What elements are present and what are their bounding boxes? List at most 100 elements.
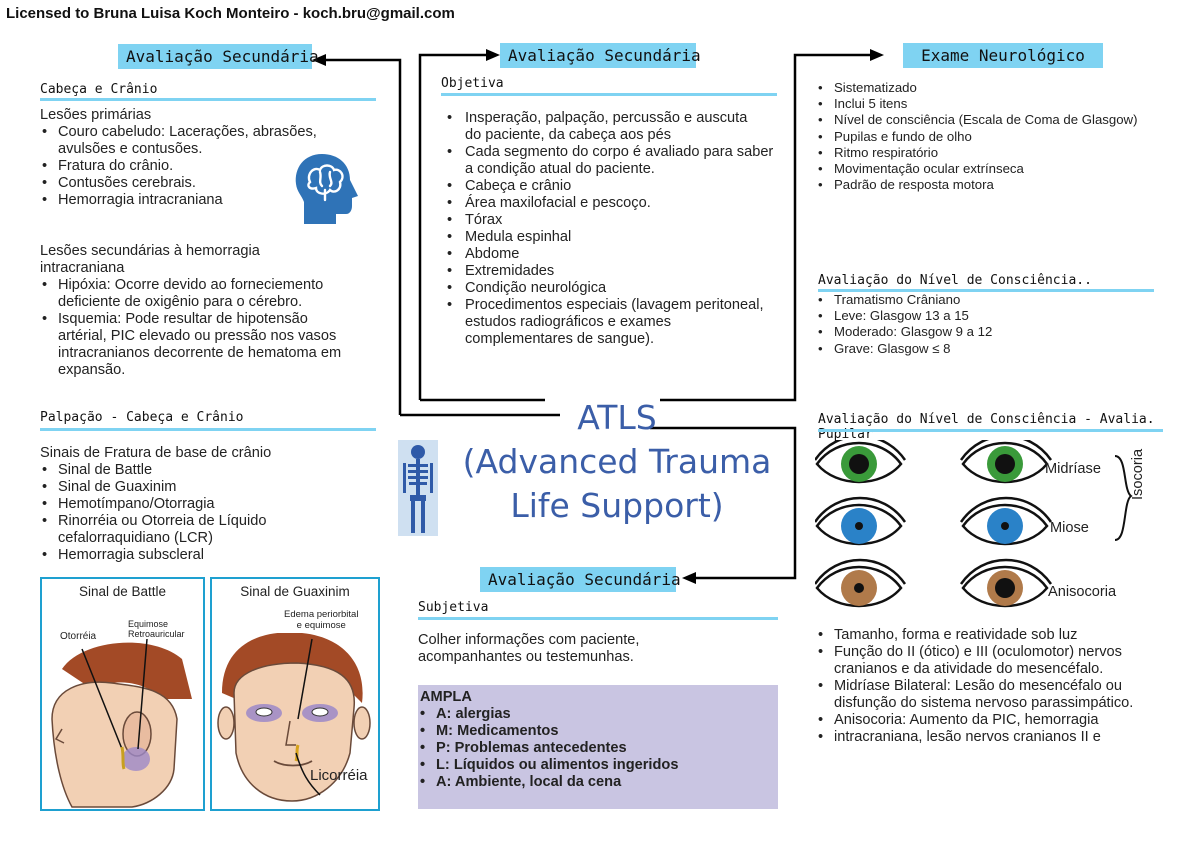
list-item: Contusões cerebrais. bbox=[40, 175, 370, 192]
right-header: Exame Neurológico bbox=[921, 46, 1085, 65]
battle-head-illustration bbox=[51, 639, 192, 808]
eye-label-midriase: Midríase bbox=[1045, 461, 1101, 477]
right-subtitle-nivel: Avaliação do Nível de Consciência.. bbox=[818, 273, 1092, 288]
list-item: Movimentação ocular extrínseca bbox=[816, 161, 1161, 177]
list-item: Couro cabeludo: Lacerações, abrasões, av… bbox=[40, 124, 338, 158]
atls-line-3: Life Support) bbox=[510, 486, 724, 525]
pupil-eyes-illustration bbox=[815, 440, 1133, 608]
divider bbox=[418, 617, 778, 620]
list-item: Ritmo respiratório bbox=[816, 145, 1161, 161]
list-item: L: Líquidos ou alimentos ingeridos bbox=[418, 757, 778, 774]
list-item: Pupilas e fundo de olho bbox=[816, 129, 1161, 145]
divider bbox=[40, 428, 376, 431]
list-item: M: Medicamentos bbox=[418, 723, 778, 740]
list-item: Cada segmento do corpo é avaliado para s… bbox=[441, 144, 775, 178]
secundarias-title: Lesões secundárias à hemorragia intracra… bbox=[40, 243, 260, 276]
eye-label-miose: Miose bbox=[1050, 520, 1089, 536]
brain-head-icon bbox=[295, 154, 358, 224]
list-item: Isquemia: Pode resultar de hipotensão ar… bbox=[40, 311, 358, 379]
center-header-2: Avaliação Secundária bbox=[488, 570, 681, 589]
list-item: Hemorragia subscleral bbox=[40, 547, 370, 564]
list-item: Insperação, palpação, percussão e auscut… bbox=[441, 110, 755, 144]
secundarias-block: Lesões secundárias à hemorragia intracra… bbox=[40, 243, 375, 379]
right-subtitle-pupilar: Avaliação do Nível de Consciência - Aval… bbox=[818, 412, 1155, 442]
list-item: Anisocoria: Aumento da PIC, hemorragia bbox=[816, 712, 1161, 729]
list-item: Tramatismo Crâniano bbox=[816, 292, 1156, 308]
atls-line-2: (Advanced Trauma bbox=[462, 442, 772, 481]
ampla-key: A bbox=[436, 774, 447, 790]
figure-label-licorreia: Licorréia bbox=[310, 767, 368, 784]
license-text: Licensed to Bruna Luisa Koch Monteiro - … bbox=[6, 5, 455, 22]
list-item: Tórax bbox=[441, 212, 777, 229]
list-item: Condição neurológica bbox=[441, 280, 777, 297]
objetiva-list-block: Insperação, palpação, percussão e auscut… bbox=[441, 110, 777, 348]
list-item: Hipóxia: Ocorre devido ao forneciemento … bbox=[40, 277, 363, 311]
list-item: Sinal de Guaxinim bbox=[40, 479, 370, 496]
left-subtitle-cabeca: Cabeça e Crânio bbox=[40, 82, 158, 97]
list-item: Padrão de resposta motora bbox=[816, 177, 1161, 193]
eye-label-anisocoria: Anisocoria bbox=[1048, 584, 1117, 600]
list-item: Procedimentos especiais (lavagem periton… bbox=[441, 297, 765, 348]
left-header: Avaliação Secundária bbox=[126, 47, 319, 66]
ampla-title: AMPLA bbox=[420, 689, 472, 705]
list-item: A: alergias bbox=[418, 706, 778, 723]
ampla-text: : Problemas antecedentes bbox=[445, 740, 627, 756]
primarias-title: Lesões primárias bbox=[40, 107, 152, 123]
ampla-key: P bbox=[436, 740, 446, 756]
list-item: Hemorragia intracraniana bbox=[40, 192, 370, 209]
figure-label-equimose: Equimose Retroauricular bbox=[128, 619, 185, 639]
list-item: Área maxilofacial e pescoço. bbox=[441, 195, 777, 212]
ampla-key: A bbox=[436, 706, 447, 722]
list-item: Função do II (ótico) e III (oculomotor) … bbox=[816, 644, 1154, 678]
battle-sign-figure: Sinal de Battle Otorréia Equimose Retroa… bbox=[40, 577, 205, 811]
raccoon-sign-figure: Sinal de Guaxinim Edema periorbital e eq… bbox=[210, 577, 380, 811]
list-item: P: Problemas antecedentes bbox=[418, 740, 778, 757]
divider bbox=[40, 98, 376, 101]
list-item: Fratura do crânio. bbox=[40, 158, 370, 175]
ampla-text: : Líquidos ou alimentos ingeridos bbox=[444, 757, 679, 773]
left-header-box: Avaliação Secundária bbox=[118, 44, 319, 69]
ampla-key: M bbox=[436, 723, 449, 739]
list-item: Hemotímpano/Otorragia bbox=[40, 496, 370, 513]
list-item: A: Ambiente, local da cena bbox=[418, 774, 778, 791]
list-item: Leve: Glasgow 13 a 15 bbox=[816, 308, 1156, 324]
ampla-text: : alergias bbox=[446, 706, 511, 722]
list-item: Moderado: Glasgow 9 a 12 bbox=[816, 324, 1156, 340]
list-item: Medula espinhal bbox=[441, 229, 777, 246]
list-item: Midríase Bilateral: Lesão do mesencéfalo… bbox=[816, 678, 1159, 712]
figure-title: Sinal de Guaxinim bbox=[240, 584, 350, 599]
list-item: Extremidades bbox=[441, 263, 777, 280]
ampla-text: : Medicamentos bbox=[448, 723, 559, 739]
fratura-title: Sinais de Fratura de base de crânio bbox=[40, 445, 272, 461]
ampla-box: AMPLA A: alergias M: Medicamentos P: Pro… bbox=[418, 685, 778, 809]
glasgow-list-block: Tramatismo Crâniano Leve: Glasgow 13 a 1… bbox=[816, 292, 1156, 357]
eye-label-isocoria: Isocoria bbox=[1130, 448, 1146, 500]
list-item: Abdome bbox=[441, 246, 777, 263]
skeleton-icon bbox=[398, 440, 438, 536]
center-subtitle-subjetiva: Subjetiva bbox=[418, 600, 489, 615]
figure-label-otorreia: Otorréia bbox=[60, 631, 97, 642]
center-header-box: Avaliação Secundária bbox=[500, 43, 701, 68]
pupilar-list-block: Tamanho, forma e reatividade sob luz Fun… bbox=[816, 627, 1161, 746]
center-subtitle-objetiva: Objetiva bbox=[441, 76, 504, 91]
divider bbox=[818, 429, 1163, 432]
list-item: Inclui 5 itens bbox=[816, 96, 1161, 112]
ampla-key: L bbox=[436, 757, 445, 773]
left-subtitle-palpacao: Palpação - Cabeça e Crânio bbox=[40, 410, 244, 425]
list-item: Nível de consciência (Escala de Coma de … bbox=[816, 112, 1149, 128]
center-header-box-2: Avaliação Secundária bbox=[480, 567, 681, 592]
list-item: Cabeça e crânio bbox=[441, 178, 777, 195]
atls-title: ATLS (Advanced Trauma Life Support) bbox=[452, 396, 782, 528]
ampla-text: : Ambiente, local da cena bbox=[446, 774, 622, 790]
figure-label-edema: Edema periorbital e equimose bbox=[284, 609, 359, 631]
raccoon-face-illustration bbox=[217, 633, 371, 802]
subjetiva-text: Colher informações com paciente, acompan… bbox=[418, 632, 640, 665]
list-item: Sinal de Battle bbox=[40, 462, 370, 479]
divider bbox=[441, 93, 777, 96]
list-item: Rinorréia ou Otorreia de Líquido cefalor… bbox=[40, 513, 328, 547]
fratura-block: Sinais de Fratura de base de crânio Sina… bbox=[40, 445, 370, 564]
figure-title: Sinal de Battle bbox=[78, 584, 167, 599]
list-item: Grave: Glasgow ≤ 8 bbox=[816, 341, 1156, 357]
center-header: Avaliação Secundária bbox=[508, 46, 701, 65]
